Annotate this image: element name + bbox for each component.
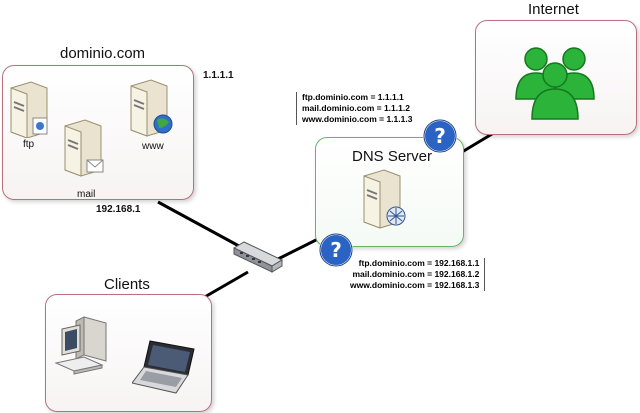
switch-icon bbox=[232, 241, 284, 273]
dns-server-label: DNS Server bbox=[352, 148, 433, 165]
users-icon bbox=[515, 47, 595, 120]
public-record: ftp.dominio.com = 1.1.1.1 bbox=[302, 92, 404, 102]
ftp-label: ftp bbox=[23, 139, 35, 150]
question-icon: ? bbox=[319, 233, 353, 267]
mail-label: mail bbox=[77, 189, 96, 200]
question-icon: ? bbox=[423, 119, 457, 153]
domain-box: ftp mail www bbox=[2, 65, 194, 200]
internet-label: Internet bbox=[528, 1, 579, 18]
dns-server-box: DNS Server bbox=[315, 137, 464, 247]
public-dns-records: ftp.dominio.com = 1.1.1.1 mail.dominio.c… bbox=[296, 92, 412, 125]
private-record: mail.dominio.com = 192.168.1.2 bbox=[352, 269, 480, 279]
dns-server-icon bbox=[363, 169, 406, 229]
clients-box bbox=[45, 294, 212, 412]
private-dns-records: ftp.dominio.com = 192.168.1.1 mail.domin… bbox=[350, 258, 486, 291]
svg-text:?: ? bbox=[434, 124, 446, 148]
private-record: ftp.dominio.com = 192.168.1.1 bbox=[358, 258, 480, 268]
private-record: www.dominio.com = 192.168.1.3 bbox=[350, 280, 480, 290]
link-dns-internet bbox=[461, 132, 493, 154]
desktop-computer-icon bbox=[54, 316, 107, 375]
clients-label: Clients bbox=[104, 276, 150, 293]
public-record: www.dominio.com = 1.1.1.3 bbox=[302, 114, 413, 124]
ftp-server-icon bbox=[10, 81, 48, 138]
private-ip-label: 192.168.1 bbox=[96, 204, 141, 215]
public-record: mail.dominio.com = 1.1.1.2 bbox=[302, 103, 410, 113]
www-label: www bbox=[142, 141, 164, 152]
internet-box bbox=[475, 20, 637, 135]
link-domain-switch bbox=[157, 200, 251, 254]
www-server-icon bbox=[130, 79, 173, 137]
svg-text:?: ? bbox=[330, 238, 342, 262]
domain-label: dominio.com bbox=[60, 45, 146, 62]
public-ip-label: 1.1.1.1 bbox=[203, 70, 234, 81]
mail-server-icon bbox=[64, 119, 104, 177]
laptop-icon bbox=[132, 340, 195, 394]
